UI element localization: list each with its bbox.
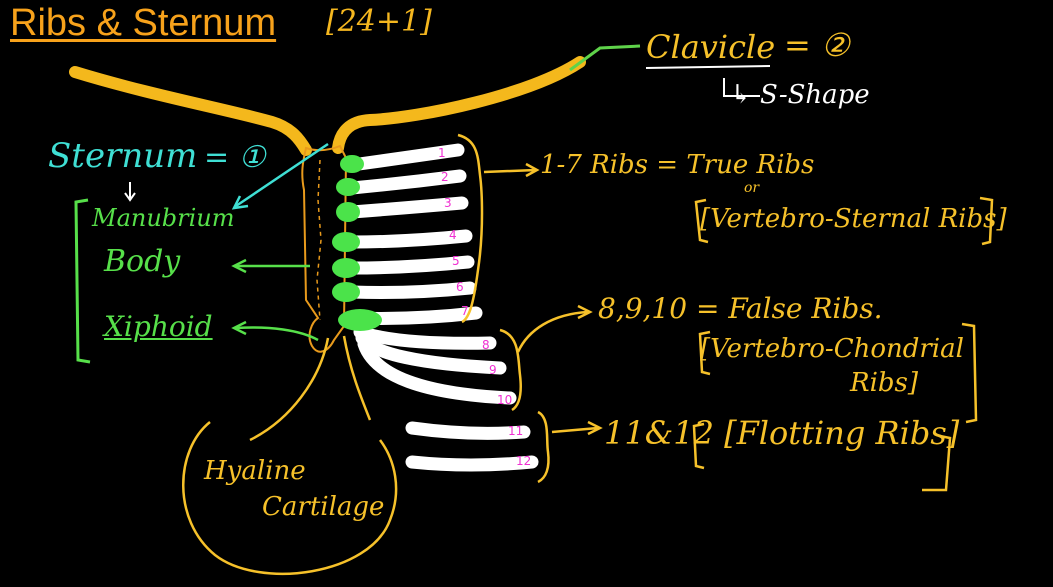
false-ribs-alt-line2: Ribs]: [850, 368, 919, 398]
rib-number-7: 7: [461, 304, 469, 318]
manubrium-label: Manubrium: [92, 204, 235, 232]
rib-number-8: 8: [482, 338, 490, 352]
cartilage-label: Cartilage: [262, 492, 385, 522]
floating-ribs-arrow: [551, 426, 599, 434]
sternum-label: Sternum: [48, 136, 198, 176]
true-ribs-bracket: [457, 133, 484, 324]
rib-number-4: 4: [449, 228, 457, 242]
true-ribs-arrow: [483, 168, 537, 174]
false-ribs-alt-line1: [Vertebro-Chondrial: [700, 334, 964, 364]
cartilage-6: [332, 282, 360, 302]
floating-ribs-arrowhead: [587, 420, 603, 436]
clavicle-pointer-line: [569, 44, 641, 72]
rib-number-3: 3: [444, 196, 452, 210]
rib-number-6: 6: [456, 280, 464, 294]
false-ribs-alt-bracket-right: [961, 322, 978, 424]
page-title: Ribs & Sternum: [10, 2, 277, 44]
sternum-midline: [316, 159, 322, 321]
false-ribs-bracket: [499, 328, 522, 412]
false-ribs-alt-bracket: [698, 330, 711, 376]
cartilage-5: [332, 258, 360, 278]
true-ribs-alt: [Vertebro-Sternal Ribs]: [700, 204, 1007, 234]
rib-number-11: 11: [508, 424, 524, 438]
xiphoid-label: Xiphoid: [104, 310, 213, 343]
sternum-down-arrowhead: [124, 192, 136, 202]
cartilage-pointer-left: [249, 337, 330, 442]
cartilage-pointer-right: [342, 335, 372, 421]
rib-number-9: 9: [489, 363, 497, 377]
left-clavicle: [69, 66, 312, 156]
right-clavicle: [332, 56, 586, 154]
rib-number-1: 1: [438, 146, 446, 160]
xiphoid-arrowhead: [231, 320, 247, 336]
rib-6: [345, 281, 477, 299]
cartilage-3: [336, 202, 360, 222]
rib-number-2: 2: [441, 170, 449, 184]
cartilage-1: [340, 155, 364, 173]
rib-8: [353, 325, 497, 350]
sternum-count: = ①: [204, 140, 266, 175]
lower-ribs: [353, 325, 539, 472]
clavicle-shape-arrow: [723, 78, 760, 97]
true-ribs-alt-bracket-right: [979, 196, 994, 246]
floating-ribs-alt-bracket-right: [922, 434, 952, 492]
floating-ribs-alt-bracket: [692, 422, 705, 470]
true-ribs-label: 1-7 Ribs = True Ribs: [540, 150, 815, 180]
true-ribs-arrowhead: [525, 162, 540, 178]
rib-number-5: 5: [452, 254, 460, 268]
rib-number-10: 10: [497, 393, 513, 407]
body-arrowhead: [231, 258, 247, 274]
rib-12: [405, 455, 539, 472]
false-ribs-arrowhead: [577, 304, 593, 320]
clavicle-label: Clavicle: [646, 28, 776, 66]
true-ribs-or: or: [744, 180, 760, 196]
sternum-outline: [301, 144, 348, 353]
true-ribs-alt-bracket: [694, 198, 709, 244]
manubrium-arrow: [235, 142, 329, 208]
clavicle-shape: ↳ S-Shape: [730, 80, 870, 110]
sternum-parts-bracket: [74, 198, 91, 364]
cartilage-7: [338, 309, 382, 331]
cartilage-4: [332, 232, 360, 252]
title-count: [24+1]: [326, 4, 432, 39]
hyaline-label: Hyaline: [204, 456, 306, 486]
rib-2: [345, 169, 467, 195]
hyaline-cartilage-circle: [182, 421, 398, 576]
rib-4: [345, 229, 473, 249]
xiphoid-arrow: [235, 326, 319, 342]
body-label: Body: [104, 244, 181, 279]
rib-10: [357, 337, 517, 405]
clavicle-count: = ②: [784, 26, 850, 64]
manubrium-arrowhead: [231, 195, 249, 210]
floating-ribs-label: 11&12 [Flotting Ribs]: [604, 414, 960, 452]
false-ribs-arrow: [516, 310, 589, 353]
rib-number-12: 12: [516, 454, 532, 468]
rib-3: [345, 196, 469, 219]
clavicle-underline: [645, 65, 771, 69]
costal-cartilages: [332, 155, 382, 331]
cartilage-2: [336, 178, 360, 196]
rib-11: [405, 421, 531, 440]
false-ribs-label: 8,9,10 = False Ribs.: [598, 292, 883, 325]
floating-ribs-bracket: [537, 410, 550, 484]
rib-5: [345, 255, 475, 275]
